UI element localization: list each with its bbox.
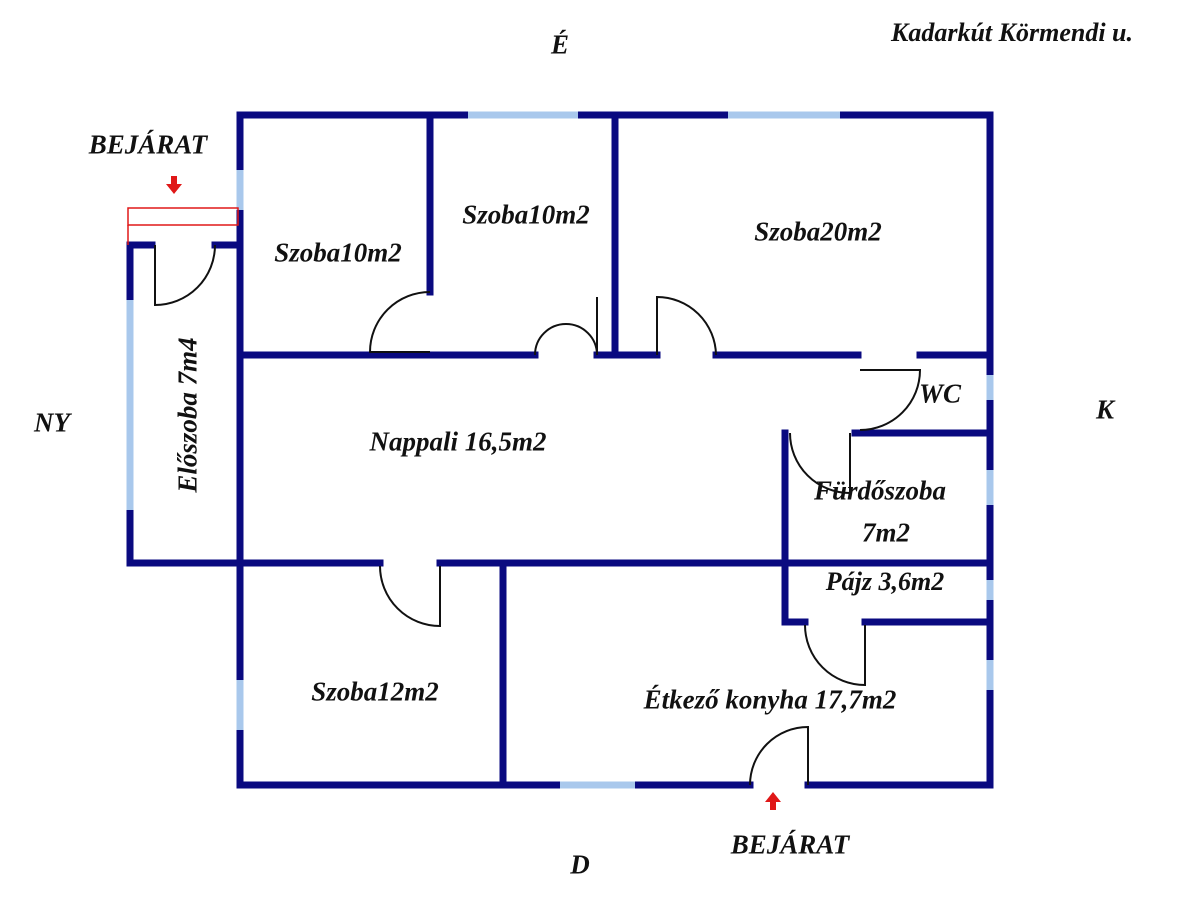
room-label: Nappali 16,5m2 [369,426,547,457]
compass-east: K [1095,394,1115,425]
room-label: Fürdőszoba [813,475,947,506]
walls [126,111,994,789]
room-label: Szoba10m2 [462,199,590,230]
entrance-label-bottom: BEJÁRAT [730,829,850,860]
room-label: Pájz 3,6m2 [825,567,945,596]
room-label: Szoba10m2 [274,237,402,268]
entrance-arrow-icon [166,176,182,194]
entrance-arrow-icon [765,792,781,810]
room-label: Szoba12m2 [311,676,439,707]
room-label: Előszoba 7m4 [172,337,203,493]
entrance-steps [127,207,239,245]
room-label: Étkező konyha 17,7m2 [643,684,897,715]
compass-south: D [570,849,590,880]
entrance-arrows [166,176,781,810]
room-label: Szoba20m2 [754,216,882,247]
room-label: 7m2 [861,517,911,548]
doors [154,244,922,786]
compass-north: É [550,29,570,60]
entrance-label-top: BEJÁRAT [88,129,208,160]
address-title: Kadarkút Körmendi u. [890,18,1134,47]
windows [126,111,994,789]
compass-west: NY [34,407,70,438]
room-label: WC [918,378,962,409]
